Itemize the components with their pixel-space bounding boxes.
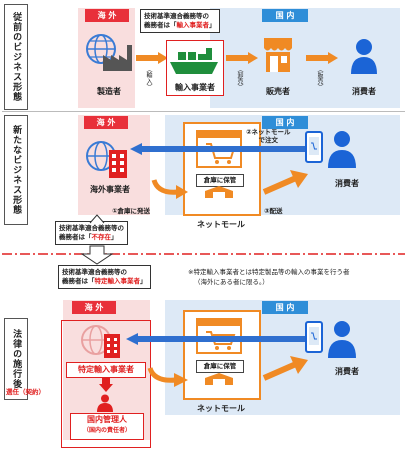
row-label-before: 従前のビジネス形態 — [4, 4, 28, 110]
callout-suffix: 」 — [209, 21, 216, 29]
delivery-arrow-row3 — [262, 356, 308, 381]
callout-line1: 技術基準適合義務等の — [62, 268, 127, 276]
consumer-label-row2: 消費者 — [335, 179, 359, 188]
overseas-tag-row3: 海 外 — [72, 301, 116, 314]
callout-line2: 義務者は「不存在」 — [59, 233, 124, 242]
callout-line2: 義務者は「輸入事業者」 — [144, 21, 216, 30]
step1-label: ①倉庫に発送 — [112, 207, 151, 215]
delivery-arrow — [262, 170, 308, 195]
step2-line2: で注文 — [258, 136, 279, 144]
step2-line1: ②ネットモール — [246, 128, 291, 136]
cargo-ship-icon — [170, 48, 218, 74]
note-line1: ※特定輸入事業者とは特定製品等の輸入の事業を行う者 — [188, 268, 350, 276]
domestic-tag-row1: 国 内 — [262, 9, 308, 22]
definition-note: ※特定輸入事業者とは特定製品等の輸入の事業を行う者 （海外にある者に限る。） — [188, 267, 349, 287]
domestic-manager-label: 国内管理人 — [87, 415, 127, 424]
callout-highlight: 特定輸入事業者 — [94, 277, 141, 285]
sale-arrow — [306, 52, 338, 64]
ship-to-warehouse-arrow-row3 — [147, 367, 188, 387]
import-arrow — [136, 52, 168, 64]
sale-flow-label: （販売） — [316, 66, 323, 90]
overseas-business-label: 海外事業者 — [90, 185, 130, 194]
consumer-label-row1: 消費者 — [352, 87, 376, 96]
row-label-new: 新たなビジネス形態 — [4, 115, 28, 225]
obligation-callout-row1: 技術基準適合義務等の 義務者は「輸入事業者」 — [140, 9, 220, 33]
callout-suffix: 」 — [111, 233, 118, 241]
net-mall-label-row3: ネットモール — [197, 404, 245, 413]
step2-label: ②ネットモール で注文 — [246, 128, 291, 144]
overseas-tag-row1: 海 外 — [85, 9, 129, 22]
order-arrow — [130, 143, 305, 155]
specified-importer-box: 特定輸入事業者 — [66, 362, 146, 378]
smartphone-consumer-icon-row3 — [305, 321, 356, 358]
callout-pointer-row2 — [89, 214, 105, 224]
domestic-tag-row3: 国 内 — [262, 301, 308, 314]
row-separator — [2, 111, 405, 112]
callout-prefix: 義務者は「 — [59, 233, 92, 241]
shop-icon — [264, 38, 292, 72]
consumer-icon — [351, 39, 377, 74]
callout-prefix: 義務者は「 — [62, 277, 95, 285]
note-line2: （海外にある者に限る。） — [194, 278, 269, 286]
globe-building-icon — [86, 141, 127, 178]
callout-line2: 義務者は「特定輸入事業者」 — [62, 277, 147, 286]
seller-label: 販売者 — [266, 87, 290, 96]
appointment-arrow — [99, 378, 113, 392]
warehouse-box-row3: 倉庫に保管 — [196, 360, 244, 373]
ship-to-warehouse-arrow — [151, 179, 188, 199]
manufacturer-label: 製造者 — [97, 87, 121, 96]
domestic-manager-box: 国内管理人 （国内の責任者） — [70, 413, 144, 440]
callout-suffix: 」 — [140, 277, 147, 285]
row-label-after: 法律の施行後 — [4, 318, 28, 400]
importer-label: 輸入事業者 — [175, 83, 215, 92]
wholesale-flow-label: （卸売） — [236, 66, 243, 90]
specified-importer-outline — [61, 320, 151, 448]
domestic-tag-row2: 国 内 — [262, 116, 308, 129]
wholesale-arrow — [226, 52, 258, 64]
law-divider-line — [2, 253, 405, 255]
callout-line1: 技術基準適合義務等の — [59, 224, 124, 232]
consumer-label-row3: 消費者 — [335, 367, 359, 376]
warehouse-icon-row2 — [205, 186, 233, 198]
manager-person-icon — [97, 394, 113, 412]
globe-building-icon-row3 — [81, 325, 120, 358]
callout-highlight: 不存在 — [91, 233, 112, 241]
net-mall-label-row2: ネットモール — [197, 220, 245, 229]
callout-prefix: 義務者は「 — [144, 21, 177, 29]
smartphone-consumer-icon — [305, 131, 356, 168]
domestic-manager-sublabel: （国内の責任者） — [82, 427, 131, 434]
callout-line1: 技術基準適合義務等の — [144, 12, 209, 20]
obligation-callout-row3: 技術基準適合義務等の 義務者は「特定輸入事業者」 — [58, 265, 151, 289]
globe-factory-icon — [86, 34, 132, 71]
overseas-tag-row2: 海 外 — [84, 116, 128, 129]
callout-highlight: 輸入事業者 — [176, 21, 210, 29]
order-arrow-row3 — [126, 333, 306, 345]
import-flow-label: （輸入） — [145, 66, 152, 90]
warehouse-icon-row3 — [205, 373, 233, 385]
transition-arrow — [80, 245, 114, 265]
appointment-label: 選任（契約） — [6, 388, 45, 396]
obligation-callout-row2: 技術基準適合義務等の 義務者は「不存在」 — [55, 221, 128, 245]
step3-label: ③配送 — [264, 207, 283, 215]
